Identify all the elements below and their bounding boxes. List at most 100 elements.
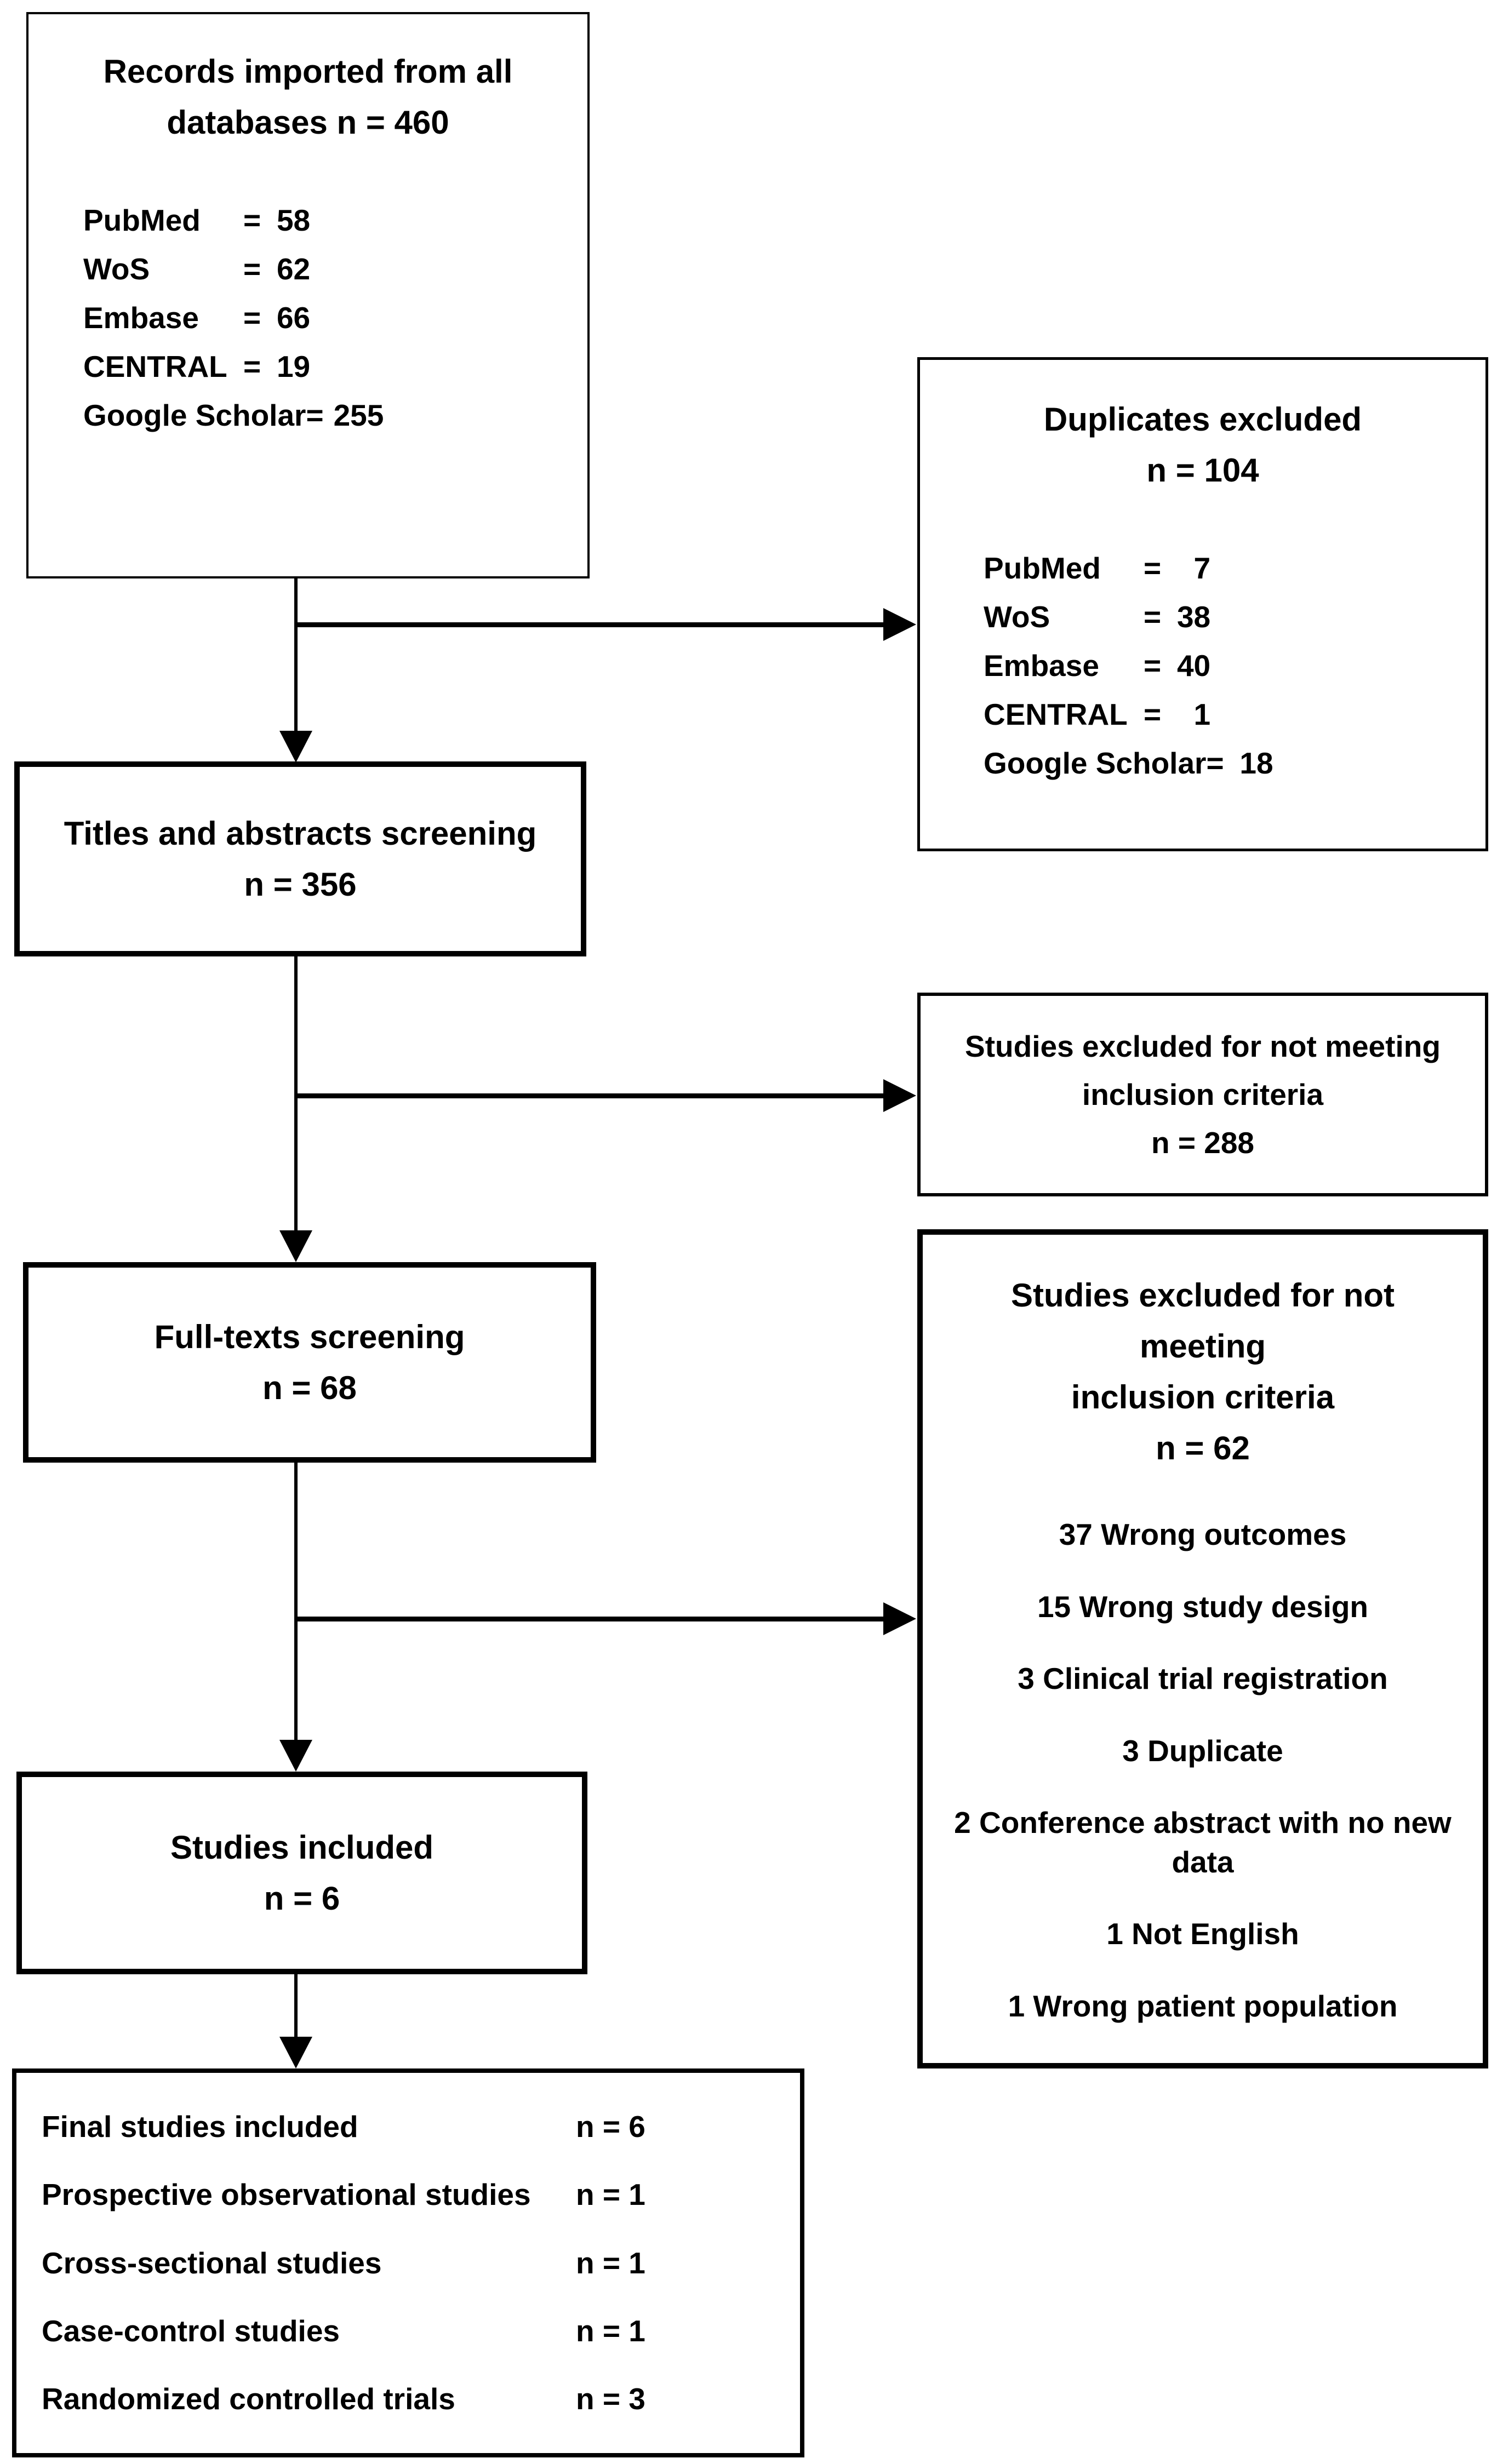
arrowhead-right-icon	[883, 1079, 916, 1112]
arrowhead-down-icon	[279, 2037, 312, 2068]
db-count: 18	[1239, 746, 1273, 781]
db-count-row: WoS = 62	[83, 245, 565, 294]
excluded-fulltext-title-line1: Studies excluded for not meeting	[1010, 1277, 1395, 1365]
db-count-row: PubMed = 7	[984, 544, 1464, 593]
study-type-label: Cross-sectional studies	[42, 2245, 382, 2280]
final-summary-row: Prospective observational studies n = 1	[42, 2176, 789, 2214]
studies-included-title: Studies included	[170, 1829, 434, 1866]
final-summary-row: Final studies included n = 6	[42, 2108, 789, 2146]
studies-included-box: Studies included n = 6	[16, 1772, 587, 1974]
equals-sign: =	[306, 398, 324, 433]
excluded-screening-box: Studies excluded for not meeting inclusi…	[917, 993, 1488, 1196]
studies-included-count: n = 6	[264, 1880, 340, 1917]
db-count: 38	[1176, 600, 1211, 634]
full-texts-count: n = 68	[262, 1369, 357, 1406]
study-type-count: n = 1	[576, 2178, 645, 2212]
db-name: Google Scholar	[984, 746, 1207, 781]
study-type-count: n = 1	[576, 2245, 645, 2280]
excluded-screening-count: n = 288	[1151, 1126, 1255, 1160]
titles-abstracts-count: n = 356	[244, 866, 357, 903]
exclusion-reason: 1 Not English	[1106, 1917, 1299, 1951]
equals-sign: =	[243, 349, 261, 384]
connector-to-duplicates	[294, 622, 884, 627]
equals-sign: =	[1144, 600, 1162, 634]
db-name: WoS	[83, 252, 150, 286]
db-count: 255	[333, 398, 384, 433]
db-name: Embase	[984, 649, 1099, 683]
db-count-row: CENTRAL = 1	[984, 690, 1464, 739]
study-type-label: Randomized controlled trials	[42, 2382, 455, 2416]
final-studies-box: Final studies included n = 6 Prospective…	[12, 2068, 804, 2457]
exclusion-reason: 2 Conference abstract with no new data	[954, 1806, 1452, 1879]
db-count: 1	[1193, 697, 1211, 732]
db-name: WoS	[984, 600, 1050, 634]
db-count-row: Embase = 66	[83, 294, 565, 342]
arrowhead-down-icon	[279, 1740, 312, 1772]
records-box: Records imported from all databases n = …	[26, 12, 590, 578]
connector-included-to-final	[294, 1972, 298, 2038]
records-title-line1: Records imported from all	[103, 53, 513, 90]
titles-abstracts-title: Titles and abstracts screening	[64, 815, 537, 852]
equals-sign: =	[243, 252, 261, 286]
titles-abstracts-box: Titles and abstracts screening n = 356	[14, 761, 586, 956]
duplicates-title: Duplicates excluded	[1043, 401, 1362, 438]
study-type-label: Final studies included	[42, 2109, 358, 2144]
equals-sign: =	[1144, 551, 1162, 585]
db-count: 40	[1176, 649, 1211, 683]
connector-to-excluded-fulltext	[294, 1617, 884, 1621]
equals-sign: =	[1144, 649, 1162, 683]
exclusion-reason: 37 Wrong outcomes	[1059, 1517, 1347, 1551]
equals-sign: =	[1144, 697, 1162, 732]
db-count: 58	[276, 203, 311, 237]
study-type-count: n = 6	[576, 2109, 645, 2144]
db-name: PubMed	[984, 551, 1101, 585]
final-summary-row: Cross-sectional studies n = 1	[42, 2244, 789, 2282]
exclusion-reason: 1 Wrong patient population	[1008, 1989, 1398, 2023]
arrowhead-right-icon	[883, 608, 916, 641]
final-summary-row: Randomized controlled trials n = 3	[42, 2380, 789, 2418]
records-db-list: PubMed = 58 WoS = 62 Embase = 66 CENTRAL…	[50, 196, 565, 440]
exclusion-reason: 3 Duplicate	[1122, 1733, 1283, 1768]
db-count-row: WoS = 38	[984, 593, 1464, 641]
excluded-fulltext-count: n = 62	[1156, 1430, 1250, 1466]
db-count-row: CENTRAL = 19	[83, 342, 565, 391]
full-texts-title: Full-texts screening	[154, 1319, 465, 1355]
db-count-row: Google Scholar = 18	[984, 739, 1464, 788]
study-type-label: Case-control studies	[42, 2313, 340, 2348]
excluded-fulltext-title-line2: inclusion criteria	[1071, 1379, 1335, 1416]
equals-sign: =	[243, 301, 261, 335]
db-count: 62	[276, 252, 311, 286]
full-texts-box: Full-texts screening n = 68	[23, 1262, 596, 1463]
excluded-screening-title-line1: Studies excluded for not meeting	[965, 1029, 1441, 1063]
arrowhead-down-icon	[279, 731, 312, 763]
equals-sign: =	[1206, 746, 1224, 781]
db-name: CENTRAL	[984, 697, 1128, 732]
study-type-count: n = 1	[576, 2313, 645, 2348]
db-name: CENTRAL	[83, 349, 227, 384]
db-count-row: PubMed = 58	[83, 196, 565, 245]
db-name: PubMed	[83, 203, 201, 237]
arrowhead-right-icon	[883, 1602, 916, 1635]
final-summary-row: Case-control studies n = 1	[42, 2312, 789, 2350]
excluded-fulltext-box: Studies excluded for not meeting inclusi…	[917, 1229, 1488, 2068]
connector-to-excluded-screening	[294, 1093, 884, 1098]
db-count: 7	[1193, 551, 1211, 585]
excluded-screening-title-line2: inclusion criteria	[1082, 1078, 1324, 1111]
connector-fulltext-to-included	[294, 1460, 298, 1741]
db-count-row: Embase = 40	[984, 641, 1464, 690]
study-type-count: n = 3	[576, 2382, 645, 2416]
db-count: 66	[276, 301, 311, 335]
exclusion-reason: 15 Wrong study design	[1037, 1589, 1369, 1624]
connector-screening-to-fulltext	[294, 954, 298, 1231]
arrowhead-down-icon	[279, 1230, 312, 1262]
db-count: 19	[276, 349, 311, 384]
connector-records-to-screening	[294, 576, 298, 732]
study-type-label: Prospective observational studies	[42, 2178, 531, 2212]
duplicates-count: n = 104	[1146, 452, 1259, 489]
equals-sign: =	[243, 203, 261, 237]
duplicates-db-list: PubMed = 7 WoS = 38 Embase = 40 CENTRAL …	[942, 544, 1464, 788]
db-name: Google Scholar	[83, 398, 306, 433]
exclusion-reason: 3 Clinical trial registration	[1018, 1661, 1388, 1695]
exclusion-reasons-list: 37 Wrong outcomes 15 Wrong study design …	[944, 1515, 1462, 2026]
